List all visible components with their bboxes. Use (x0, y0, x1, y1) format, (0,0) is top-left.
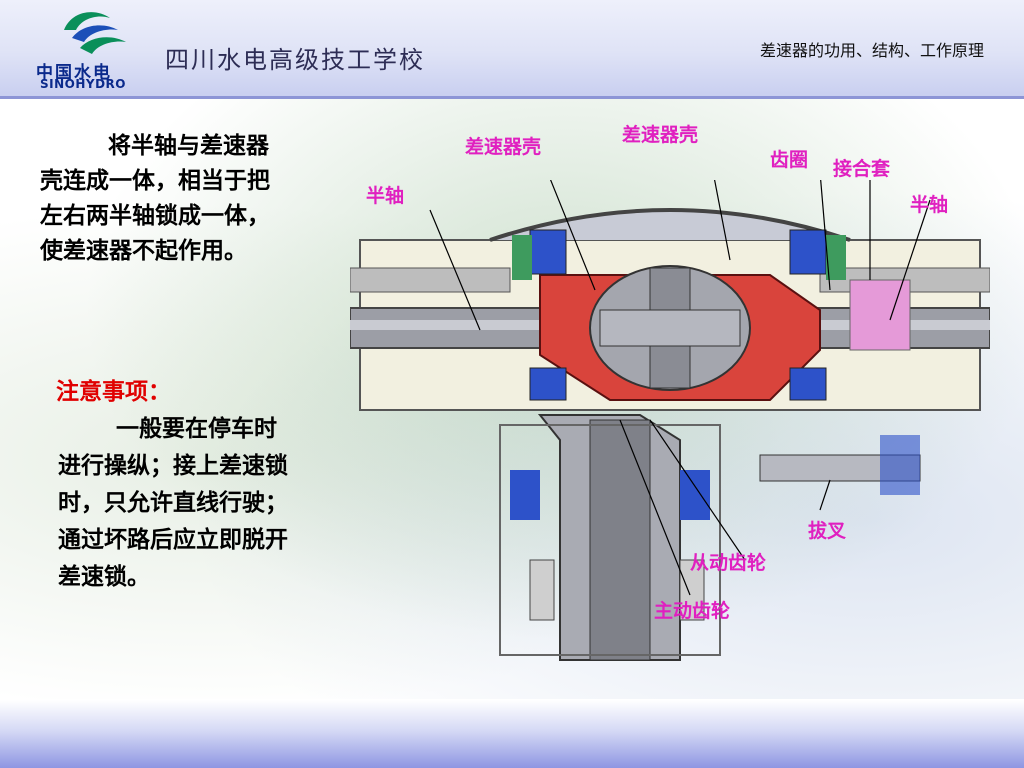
label-driven-gear: 从动齿轮 (690, 552, 767, 574)
school-name: 四川水电高级技工学校 (165, 46, 425, 74)
label-shift-fork: 拔叉 (808, 520, 847, 542)
label-coupling-sleeve: 接合套 (833, 158, 891, 180)
logo-chinese-text: 中国水电 (36, 63, 112, 83)
logo-english-text: SINOHYDRO (40, 77, 126, 91)
note-title: 注意事项： (56, 378, 171, 405)
differential-diagram (350, 180, 990, 661)
bearing (529, 229, 567, 275)
label-half-shaft-right: 半轴 (910, 194, 949, 216)
bearing (789, 229, 827, 275)
header-bar: 中国水电 SINOHYDRO 四川水电高级技工学校 差速器的功用、结构、工作原理 (0, 0, 1024, 99)
footer-band (0, 700, 1024, 768)
label-drive-gear: 主动齿轮 (654, 600, 731, 622)
sinohydro-logo-icon (64, 12, 126, 54)
lock-description-text: 将半轴与差速器壳连成一体，相当于把左右两半轴锁成一体，使差速器不起作用。 (40, 132, 270, 264)
note-body-text: 一般要在停车时进行操纵；接上差速锁时，只允许直线行驶；通过坏路后应立即脱开差速锁… (58, 415, 288, 590)
coupling-sleeve (849, 279, 911, 351)
slide-topic: 差速器的功用、结构、工作原理 (759, 41, 984, 60)
label-half-shaft-left: 半轴 (366, 185, 405, 207)
lock-description: 将半轴与差速器壳连成一体，相当于把左右两半轴锁成一体，使差速器不起作用。 (40, 128, 285, 268)
label-diff-case-2: 差速器壳 (622, 124, 699, 146)
label-ring-gear: 齿圈 (770, 149, 809, 171)
note-body: 一般要在停车时进行操纵；接上差速锁时，只允许直线行驶；通过坏路后应立即脱开差速锁… (58, 410, 288, 595)
label-diff-case-1: 差速器壳 (465, 136, 542, 158)
